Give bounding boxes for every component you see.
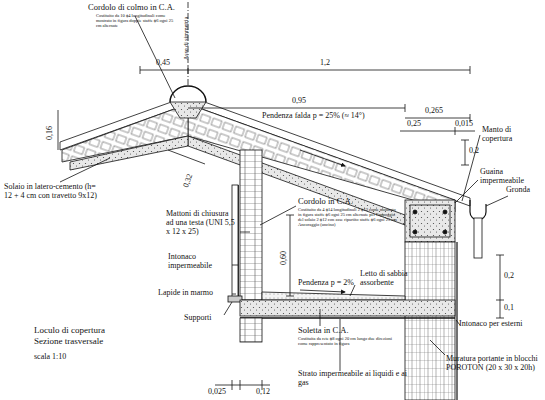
label: 0,95 bbox=[292, 97, 306, 106]
label: Manto di copertura bbox=[482, 126, 540, 144]
label: 0,025 bbox=[208, 388, 226, 397]
label: 0,32 bbox=[182, 173, 195, 189]
label: 1,2 bbox=[320, 59, 330, 68]
label: Sezione trasversale bbox=[34, 337, 103, 347]
label: Muratura portante in blocchi POROTON (20… bbox=[446, 355, 543, 373]
label: Intonaco impermeabile bbox=[168, 253, 230, 271]
label: scala 1:10 bbox=[34, 353, 66, 362]
label: Gronda bbox=[506, 186, 530, 195]
label: Letto di sabbia assorbente bbox=[360, 270, 412, 288]
label: Strato impermeabile ai liquidi e ai gas bbox=[298, 370, 408, 388]
label: Asse di simmetria bbox=[183, 17, 190, 60]
label: 0,60 bbox=[280, 251, 289, 265]
label: 0,015 bbox=[455, 120, 473, 129]
label: Costituito da 10 ϕ4 longitudinali come m… bbox=[96, 14, 174, 29]
label: 0,25 bbox=[407, 120, 421, 129]
label: Lapide in marmo bbox=[158, 289, 232, 298]
label: 0,1 bbox=[504, 304, 514, 313]
label: Mattoni di chiusura ad una testa (UNI 5,… bbox=[166, 210, 238, 236]
label: Pendenza p = 2% bbox=[298, 279, 354, 288]
label: 0,12 bbox=[256, 388, 270, 397]
label: Solaio in latero-cemento (h= 12 + 4 cm c… bbox=[4, 183, 102, 201]
label: 0,2 bbox=[469, 147, 479, 156]
label: Costituito da 4 ϕ14 longitudinali 2 ϕ12 … bbox=[298, 208, 398, 228]
label: 0,265 bbox=[425, 107, 443, 116]
label: Guaina impermeabile bbox=[480, 168, 542, 186]
label: Supporti bbox=[184, 314, 212, 323]
label: 0,2 bbox=[504, 272, 514, 281]
label: Loculo di copertura bbox=[34, 326, 105, 336]
label: Soletta in C.A. bbox=[298, 326, 349, 335]
label: Cordolo di colmo in C.A. bbox=[88, 3, 175, 12]
label: Pendenza falda p = 25% (≈ 14°) bbox=[262, 112, 365, 121]
label: 0,45 bbox=[156, 59, 170, 68]
label: Costituita da rete ϕ8 ogni 20 cm lungo d… bbox=[298, 337, 402, 347]
label: Cordolo in C.A. bbox=[298, 197, 353, 206]
label: Intonaco per esterni bbox=[459, 320, 543, 329]
label: 0,16 bbox=[46, 126, 55, 140]
